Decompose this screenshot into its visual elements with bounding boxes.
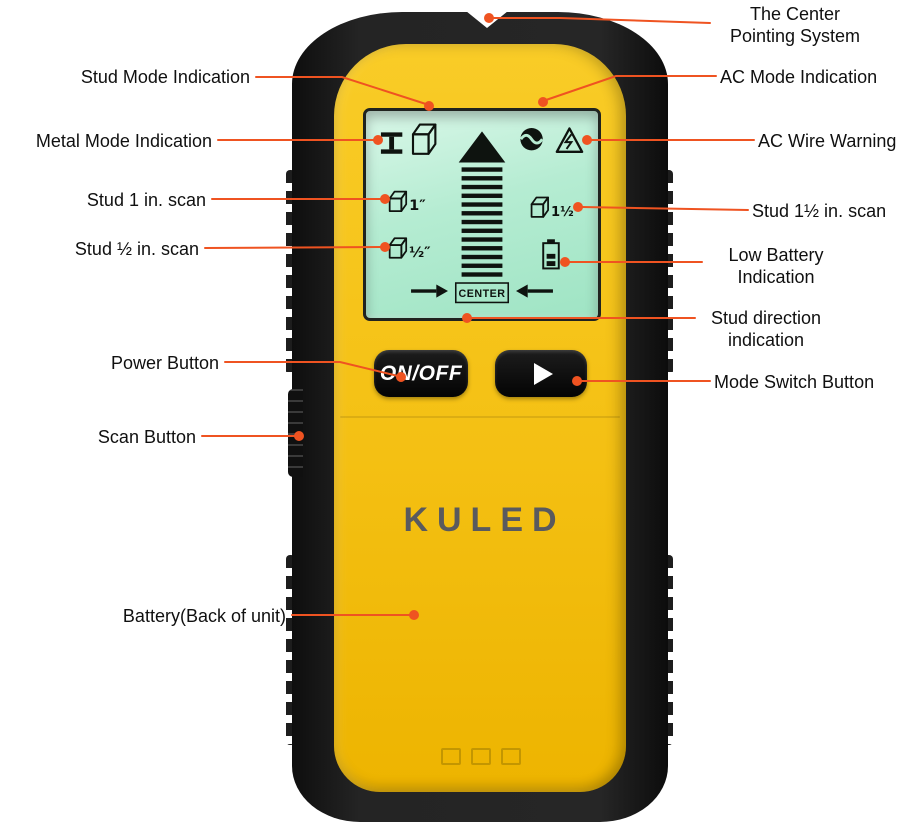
stud-1half-text: 1½″ xyxy=(551,205,580,220)
label-stud-direction-indication: Stud direction indication xyxy=(710,308,822,350)
brand-logo: KULED xyxy=(403,501,566,539)
center-label-box: CENTER xyxy=(454,282,510,304)
label-power-button: Power Button xyxy=(110,353,219,373)
center-arrow-icon xyxy=(458,131,506,163)
label-stud-half-scan: Stud ½ in. scan xyxy=(74,239,199,259)
scan-intensity-bars xyxy=(461,167,503,277)
stud-half-text: ½″ xyxy=(409,244,431,261)
stud-mode-icon xyxy=(411,123,437,155)
metal-mode-icon xyxy=(380,132,403,154)
lcd-screen-graphics: 1″ ½″ 1½″ xyxy=(380,123,584,304)
stud-1in-icon: 1″ xyxy=(388,190,426,214)
label-battery-back-of-unit: Battery(Back of unit) xyxy=(122,606,286,626)
stud-1in-text: 1″ xyxy=(409,197,426,214)
low-battery-icon xyxy=(542,239,560,270)
label-stud-1in-scan: Stud 1 in. scan xyxy=(86,190,206,210)
label-stud-mode-indication: Stud Mode Indication xyxy=(80,67,250,87)
label-ac-wire-warning: AC Wire Warning xyxy=(758,131,897,151)
bottom-indent-square xyxy=(471,748,491,765)
label-mode-switch-button: Mode Switch Button xyxy=(714,372,875,392)
ac-wire-warning-icon xyxy=(555,127,584,153)
bottom-indent-square xyxy=(441,748,461,765)
left-grip-ridges xyxy=(286,170,295,375)
mode-switch-button xyxy=(495,350,587,397)
housing-seam xyxy=(340,416,620,418)
stud-direction-right-arrow-icon xyxy=(411,284,448,298)
label-center-pointing-system: The Center Pointing System xyxy=(729,4,861,46)
label-metal-mode-indication: Metal Mode Indication xyxy=(35,131,212,151)
label-scan-button: Scan Button xyxy=(97,427,196,447)
lcd-screen: 1″ ½″ 1½″ xyxy=(363,108,601,321)
bottom-indent-square xyxy=(501,748,521,765)
label-ac-mode-indication: AC Mode Indication xyxy=(720,67,878,87)
left-grip-ridges-lower xyxy=(286,555,295,745)
stud-direction-left-arrow-icon xyxy=(516,284,553,298)
play-triangle-icon xyxy=(534,362,553,385)
right-grip-ridges xyxy=(664,170,673,375)
stud-half-icon: ½″ xyxy=(388,237,431,261)
power-button: ON/OFF xyxy=(374,350,468,397)
side-scan-button xyxy=(288,389,303,477)
center-label-text: CENTER xyxy=(459,288,506,300)
right-grip-ridges-lower xyxy=(664,555,673,745)
ac-mode-icon xyxy=(519,128,544,151)
label-stud-1half-scan: Stud 1½ in. scan xyxy=(752,201,887,221)
stud-1half-icon: 1½″ xyxy=(530,196,580,220)
label-low-battery-indication: Low Battery Indication xyxy=(728,245,824,287)
